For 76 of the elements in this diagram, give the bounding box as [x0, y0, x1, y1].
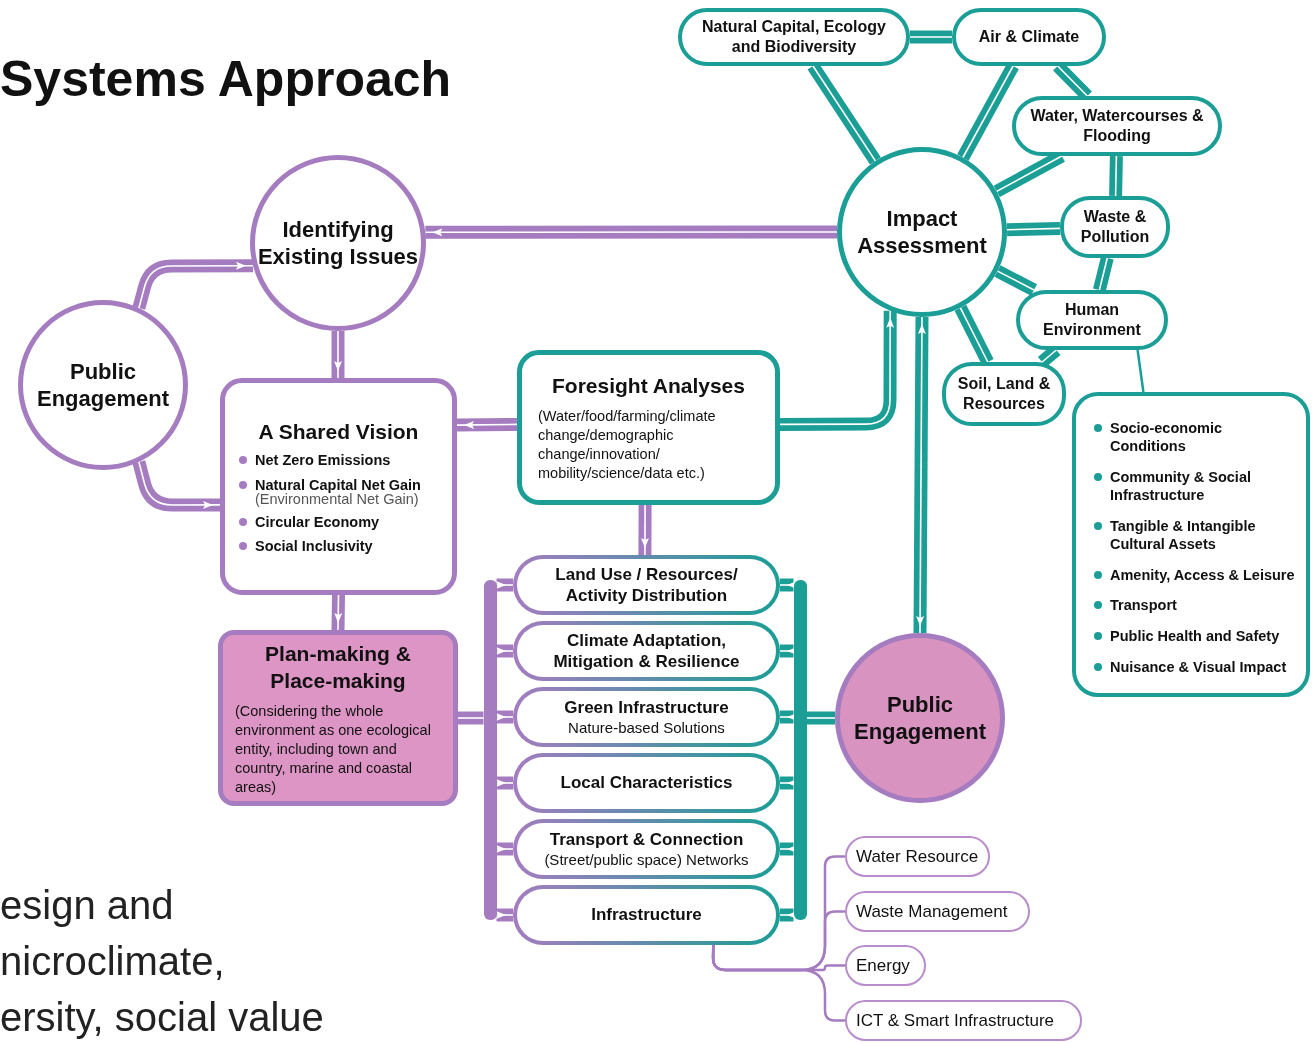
node-title: Water, Watercourses & Flooding	[1029, 106, 1205, 146]
node-title: Identifying Existing Issues	[256, 215, 420, 271]
node-description: (Considering the whole environment as one ecological entity, including town and country, marine and coastal areas)	[235, 702, 432, 797]
node-title: Soil, Land & Resources	[956, 374, 1052, 414]
node-title: Public Engagement	[36, 357, 170, 413]
node-title: Foresight Analyses	[551, 373, 746, 400]
connector-line	[994, 265, 1037, 296]
arrow	[132, 460, 221, 512]
cropped-text: ersity, social value	[0, 994, 324, 1040]
arrow	[638, 504, 652, 556]
bullet-item: Circular Economy	[239, 512, 438, 531]
node-title: A Shared Vision	[257, 419, 420, 446]
bullet-item: Community & Social Infrastructure	[1094, 468, 1298, 505]
node-title: Climate Adaptation, Mitigation & Resilience	[552, 629, 741, 673]
node-subtitle: Nature-based Solutions	[568, 718, 725, 737]
process-box	[218, 630, 458, 806]
connector-line	[910, 30, 952, 44]
node-title: Waste & Pollution	[1079, 207, 1151, 247]
arrow	[913, 316, 929, 634]
process-box	[220, 378, 457, 595]
arrow	[331, 594, 345, 631]
bullet-item: Socio-economic Conditions	[1094, 419, 1298, 456]
node-title: Water Resource	[856, 846, 979, 867]
node-title: Human Environment	[1042, 300, 1142, 340]
node-title: Natural Capital, Ecology and Biodiversity	[700, 17, 887, 57]
connector-line	[806, 711, 835, 725]
node-subtitle: (Street/public space) Networks	[544, 850, 749, 869]
node-title: Air & Climate	[978, 27, 1080, 47]
bullet-item: Public Health and Safety	[1094, 626, 1298, 646]
bus-bar	[483, 580, 497, 920]
topic-pill	[845, 836, 990, 877]
topic-pill	[1016, 290, 1168, 350]
connector-line	[1006, 221, 1061, 237]
node-title: Green Infrastructure	[564, 697, 729, 719]
topic-pill	[1012, 96, 1222, 156]
arrow	[132, 259, 254, 310]
cropped-text: esign and	[0, 882, 174, 928]
topic-pill	[678, 8, 910, 66]
topic-pill	[845, 945, 926, 986]
node-title: Waste Management	[856, 901, 1008, 922]
bullet-item: Natural Capital Net Gain	[239, 475, 438, 494]
page-title: Systems Approach	[0, 52, 452, 107]
topic-pill	[845, 891, 1030, 932]
arrow	[331, 331, 345, 378]
connector-line	[1109, 155, 1123, 197]
node-title: ICT & Smart Infrastructure	[856, 1010, 1055, 1031]
connector-line	[1093, 256, 1114, 292]
node-title: Local Characteristics	[560, 772, 733, 794]
node-title: Infrastructure	[591, 904, 702, 926]
bullet-item: Amenity, Access & Leisure	[1094, 565, 1298, 584]
topic-pill	[952, 8, 1106, 66]
bullet-item: Nuisance & Visual Impact	[1094, 657, 1298, 676]
bullet-item: Tangible & Intangible Cultural Assets	[1094, 516, 1298, 554]
connector-line	[1136, 349, 1145, 393]
node-title: Public Engagement	[853, 690, 987, 746]
node-description: (Water/food/farming/climate change/demographic change/innovation/ mobility/science/data etc.)	[538, 407, 717, 483]
node-title: Transport & Connection	[549, 829, 744, 851]
connector-line	[954, 304, 994, 365]
topic-pill	[942, 362, 1066, 426]
list-box	[1072, 392, 1310, 697]
connector-line	[458, 711, 484, 725]
arrow	[779, 310, 897, 431]
node-title: Plan-making & Place-making	[264, 640, 412, 694]
node-title: Land Use / Resources/ Activity Distribution	[554, 563, 739, 607]
cropped-text: nicroclimate,	[0, 938, 225, 984]
bullet-item: Net Zero Emissions	[239, 451, 438, 470]
node-title: Energy	[856, 955, 910, 976]
node-title: Impact Assessment	[856, 204, 988, 260]
bullet-item: Social Inclusivity	[239, 536, 438, 555]
arrow	[456, 417, 518, 432]
arrow	[425, 225, 837, 239]
topic-pill	[1060, 196, 1170, 258]
bullet-item: Transport	[1094, 596, 1298, 615]
process-box	[517, 350, 780, 505]
topic-pill	[845, 1000, 1082, 1041]
bus-bar	[793, 580, 807, 920]
